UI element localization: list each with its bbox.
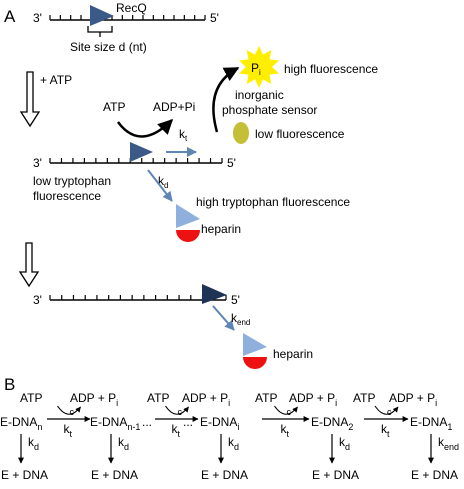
end-dissociation-arrow-icon xyxy=(212,305,235,331)
product-3: E + DNA xyxy=(201,468,248,482)
b-atp-2: ATP xyxy=(147,391,169,405)
hydrolysis-curve-3 xyxy=(274,405,298,415)
heparin-label: heparin xyxy=(201,222,241,236)
mid-dna-strand xyxy=(49,158,223,164)
atp-label: ATP xyxy=(103,100,125,114)
pi-sensor-high-fluorescence-icon xyxy=(239,46,279,88)
b-adp-3: ADP + Pi xyxy=(289,391,337,408)
atp-hydrolysis-arrow-icon xyxy=(116,118,174,138)
site-size-label: Site size d (nt) xyxy=(70,40,147,54)
product-4: E + DNA xyxy=(312,468,359,482)
low-trp-label-line2: fluorescence xyxy=(33,189,101,203)
mid-strand-5prime: 5' xyxy=(227,156,236,170)
heparin-icon xyxy=(176,230,200,242)
c-label-2: c xyxy=(178,407,183,417)
pi-label: Pi xyxy=(251,61,261,77)
kd-label: kd xyxy=(158,174,168,190)
hydrolysis-curve-2 xyxy=(165,405,189,415)
b-adp-4: ADP + Pi xyxy=(389,391,437,408)
high-trp-label: high tryptophan fluorescence xyxy=(196,195,350,209)
recq-label: RecQ xyxy=(116,1,147,15)
high-fluorescence-label: high fluorescence xyxy=(284,62,378,76)
panel-a-label: A xyxy=(4,7,16,26)
top-dna-strand xyxy=(49,15,206,21)
adp-pi-label: ADP+Pi xyxy=(153,100,195,114)
b-adp-2: ADP + Pi xyxy=(182,391,230,408)
species-4: E-DNA2 xyxy=(311,415,353,432)
k-label-4: kd xyxy=(339,435,350,452)
product-5: E + DNA xyxy=(411,468,458,482)
c-label-4: c xyxy=(387,407,392,417)
low-trp-label-line1: low tryptophan xyxy=(33,174,111,188)
b-atp-1: ATP xyxy=(20,391,42,405)
b-kt-2: kt xyxy=(172,422,181,439)
b-atp-4: ATP xyxy=(353,391,375,405)
recq-enzyme-icon xyxy=(90,5,114,26)
site-size-bracket xyxy=(87,26,113,37)
bottom-dna-strand xyxy=(49,295,227,301)
dissociation-arrow-icon xyxy=(147,169,173,202)
c-label-1: c xyxy=(70,407,75,417)
k-label-1: kd xyxy=(28,435,39,452)
hydrolysis-curve-4 xyxy=(374,405,399,415)
free-enzyme-icon xyxy=(176,204,200,228)
k-label-3: kd xyxy=(228,435,239,452)
hydrolysis-curve-1 xyxy=(57,405,81,415)
kend-label: kend xyxy=(231,311,250,327)
b-atp-3: ATP xyxy=(255,391,277,405)
free-enzyme-2-icon xyxy=(243,333,267,356)
b-kt-1: kt xyxy=(64,422,73,439)
bound-enzyme-icon xyxy=(130,142,153,162)
sensor-binding-arrow-icon xyxy=(212,66,240,133)
atp-step-arrow-icon xyxy=(19,71,41,128)
b-kt-3: kt xyxy=(281,422,290,439)
bottom-strand-5prime: 5' xyxy=(231,293,240,307)
second-step-arrow-icon xyxy=(18,242,40,288)
sensor-label-line2: phosphate sensor xyxy=(222,103,317,117)
panel-b-label: B xyxy=(4,375,15,394)
product-1: E + DNA xyxy=(1,468,48,482)
sensor-label-line1: inorganic xyxy=(235,88,284,102)
heparin-2-label: heparin xyxy=(273,347,313,361)
k-label-5: kend xyxy=(438,435,459,452)
product-2: E + DNA xyxy=(91,468,138,482)
mid-strand-3prime: 3' xyxy=(33,156,42,170)
species-3: E-DNAi xyxy=(200,415,239,432)
ellipsis-1: ... xyxy=(142,415,152,429)
top-strand-3prime: 3' xyxy=(33,11,42,25)
b-adp-1: ADP + Pi xyxy=(70,391,118,408)
b-kt-4: kt xyxy=(381,422,390,439)
k-label-2: kd xyxy=(118,435,129,452)
atp-step-label: + ATP xyxy=(40,73,72,87)
kinetic-scheme: E-DNAn kd E + DNA E-DNAn-1 kd E + DNA E-DNAi kd… xyxy=(0,391,459,482)
sensor-low-fluorescence-icon xyxy=(233,122,249,144)
end-enzyme-icon xyxy=(202,284,227,304)
bottom-strand-3prime: 3' xyxy=(33,293,42,307)
ellipsis-2: ... xyxy=(183,415,193,429)
heparin-2-icon xyxy=(243,357,267,369)
species-1: E-DNAn xyxy=(0,415,42,432)
species-2: E-DNAn-1 xyxy=(90,415,140,432)
top-strand-5prime: 5' xyxy=(210,11,219,25)
species-5: E-DNA1 xyxy=(410,415,452,432)
kt-label: kt xyxy=(179,127,188,143)
c-label-3: c xyxy=(287,407,292,417)
low-fluorescence-label: low fluorescence xyxy=(255,127,345,141)
